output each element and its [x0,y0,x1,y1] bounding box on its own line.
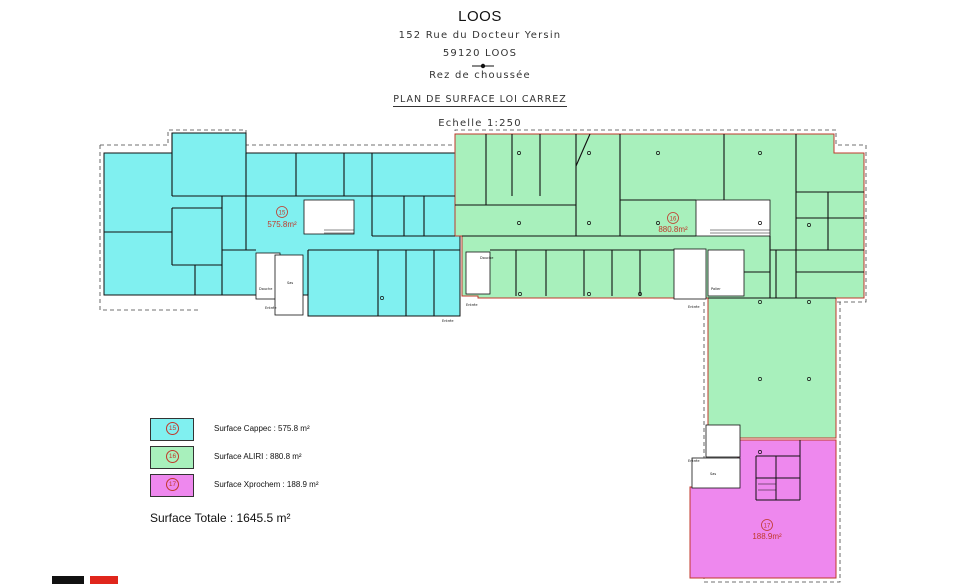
legend-badge-17: 17 [166,478,179,491]
legend-badge-16: 16 [166,450,179,463]
douche-label-1: Douche [259,287,272,291]
zone-17-number: 17 [764,524,771,530]
entree-label-5: Entrée [688,459,699,463]
entree-label-2: Entrée [442,319,453,323]
zone-17-area: 188.9m² [752,532,782,541]
douche-label-2: Douche [480,256,493,260]
address-city: 59120 LOOS [442,48,518,59]
legend-label-xprochem: Surface Xprochem : 188.9 m² [214,480,319,489]
zone-marker-15: 15 575.8m² [267,206,297,229]
zone-15-area: 575.8m² [267,220,297,229]
address-street: 152 Rue du Docteur Yersin [398,30,562,41]
walls-zone-16 [455,133,864,299]
surface-total: Surface Totale : 1645.5 m² [150,511,291,525]
floor-level: Rez de choussée [429,70,531,81]
zone-marker-16: 16 880.8m² [658,212,688,234]
entree-label-1: Entrée [265,306,276,310]
building-title: LOOS [458,8,502,25]
walls-zone-15 [104,133,460,316]
entree-label-4: Entrée [688,305,699,309]
sas-label-2: Sas [710,472,716,476]
ceiling-points [380,151,811,454]
zone-16-number: 16 [670,217,677,223]
zone-15-number: 15 [279,211,286,217]
palier-label: Palier [711,287,721,291]
plan-scale: Echelle 1:250 [438,118,522,129]
plan-title: PLAN DE SURFACE LOI CARREZ [0,94,960,107]
zone-marker-17: 17 188.9m² [752,519,782,541]
legend-label-cappec: Surface Cappec : 575.8 m² [214,424,310,433]
sas-label: Sas [287,281,293,285]
stair-hatching [324,229,776,491]
service-cores [255,199,771,489]
legend-label-aliri: Surface ALIRI : 880.8 m² [214,452,302,461]
footer-logo-red [90,576,118,584]
plan-title-text: PLAN DE SURFACE LOI CARREZ [393,94,567,107]
north-arrow-icon [0,62,960,70]
legend-badge-15: 15 [166,422,179,435]
zone-16-area: 880.8m² [658,225,688,234]
footer-logo-black [52,576,84,584]
entree-label-3: Entrée [466,303,477,307]
